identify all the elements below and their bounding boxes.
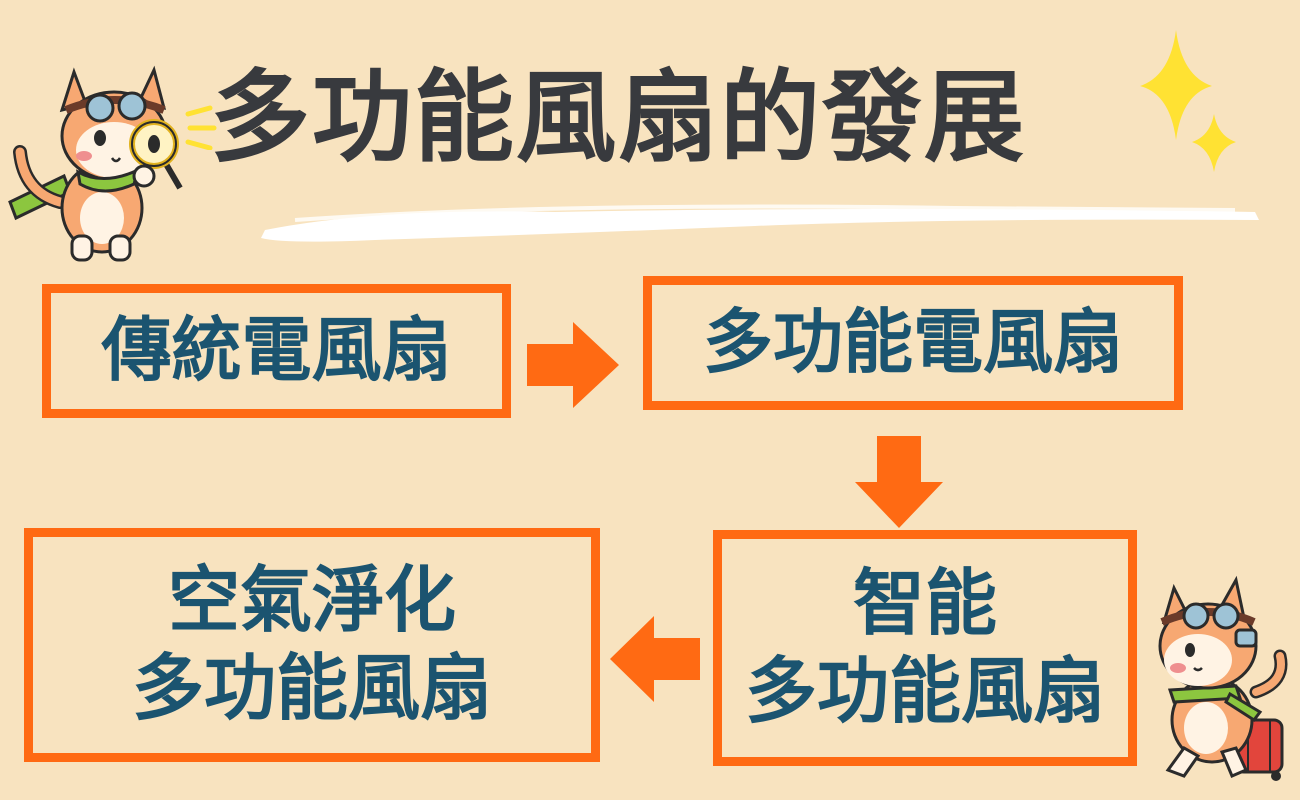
- flow-step-multifunction-fan: 多功能電風扇: [643, 276, 1183, 410]
- arrow-down-icon: [855, 436, 943, 528]
- page-title: 多功能風扇的發展: [210, 59, 1026, 176]
- arrow-right-icon: [527, 322, 619, 408]
- flow-step-label-line1: 空氣淨化: [167, 558, 456, 643]
- flow-step-smart-fan: 智能 多功能風扇: [713, 530, 1137, 766]
- flow-step-label-line2: 多功能風扇: [744, 649, 1105, 733]
- flow-step-traditional-fan: 傳統電風扇: [42, 284, 511, 418]
- flow-step-label-line2: 多功能風扇: [131, 646, 492, 730]
- cat-traveler-icon: [1158, 575, 1288, 781]
- cat-detective-icon: [8, 65, 183, 262]
- flow-step-label: 多功能電風扇: [703, 301, 1123, 384]
- flow-step-label-line1: 智能: [852, 561, 997, 646]
- brush-stroke-underline: [261, 204, 1259, 242]
- flow-step-label: 傳統電風扇: [101, 309, 452, 392]
- sparkle-icon: [1140, 30, 1236, 172]
- arrow-left-icon: [610, 616, 700, 702]
- flow-step-air-purifier-fan: 空氣淨化 多功能風扇: [24, 528, 600, 762]
- highlight-lines-icon: [185, 105, 217, 150]
